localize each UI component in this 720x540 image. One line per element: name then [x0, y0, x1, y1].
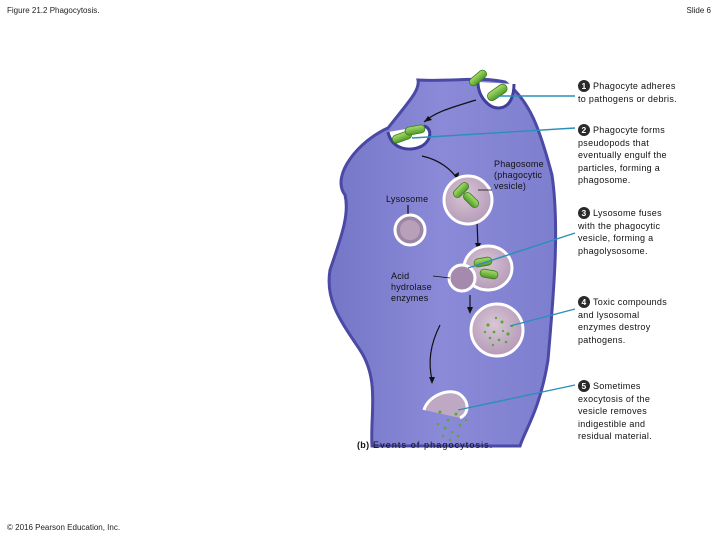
- step-number-1: 1: [578, 80, 590, 92]
- figure-title: Figure 21.2 Phagocytosis.: [7, 6, 100, 15]
- step-number-4: 4: [578, 296, 590, 308]
- lysosome: [393, 213, 427, 247]
- phagocyte-cell: [327, 77, 558, 448]
- phagosome-label: Phagosome (phagocytic vesicle): [494, 159, 544, 191]
- acid-hydrolase-label: Acid hydrolase enzymes: [391, 271, 432, 303]
- label-lines: [407, 189, 492, 279]
- caption-text: Events of phagocytosis.: [373, 440, 494, 450]
- lysosome-label: Lysosome: [386, 194, 429, 204]
- figure-caption: (b) Events of phagocytosis.: [357, 440, 493, 450]
- step-number-2: 2: [578, 124, 590, 136]
- step-pointer-lines: [411, 95, 576, 411]
- exocytosis-vesicle: [422, 390, 469, 442]
- copyright-footer: © 2016 Pearson Education, Inc.: [7, 523, 121, 532]
- bacteria-adhering: [469, 69, 508, 102]
- step-number-5: 5: [578, 380, 590, 392]
- slide-number: Slide 6: [686, 6, 711, 15]
- digestion-vesicle: [469, 302, 525, 358]
- caption-part-label: (b): [357, 440, 370, 450]
- phagosome: [442, 174, 494, 226]
- step-number-3: 3: [578, 207, 590, 219]
- bacteria-engulfing: [391, 124, 426, 144]
